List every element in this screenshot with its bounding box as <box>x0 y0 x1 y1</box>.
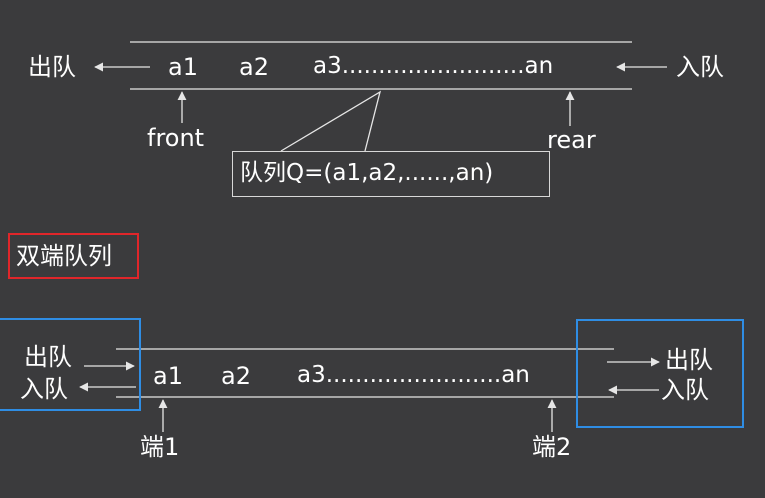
deque-title: 双端队列 <box>16 242 112 270</box>
right-enqueue-label: 入队 <box>661 376 709 404</box>
rear-label: rear <box>547 126 596 154</box>
enqueue-label: 入队 <box>676 53 724 81</box>
deque-title-frame <box>8 233 139 279</box>
end2-label: 端2 <box>532 433 572 461</box>
deque-element-a2: a2 <box>221 362 251 390</box>
right-dequeue-label: 出队 <box>665 346 713 374</box>
left-dequeue-label: 出队 <box>24 343 72 371</box>
caption-box <box>232 151 550 197</box>
dequeue-label: 出队 <box>28 53 76 81</box>
deque-element-a1: a1 <box>153 362 183 390</box>
right-end-frame <box>576 319 744 428</box>
end1-label: 端1 <box>140 433 180 461</box>
queue-element-a3-an: a3.........................an <box>313 53 554 79</box>
queue-element-a1: a1 <box>168 53 198 81</box>
queue-element-a2: a2 <box>239 53 269 81</box>
queue-caption: 队列Q=(a1,a2,......,an) <box>240 160 494 186</box>
left-enqueue-label: 入队 <box>20 375 68 403</box>
deque-element-a3-an: a3........................an <box>297 362 530 388</box>
front-label: front <box>147 124 205 152</box>
caption-callout <box>280 90 382 152</box>
left-end-frame <box>0 318 141 411</box>
